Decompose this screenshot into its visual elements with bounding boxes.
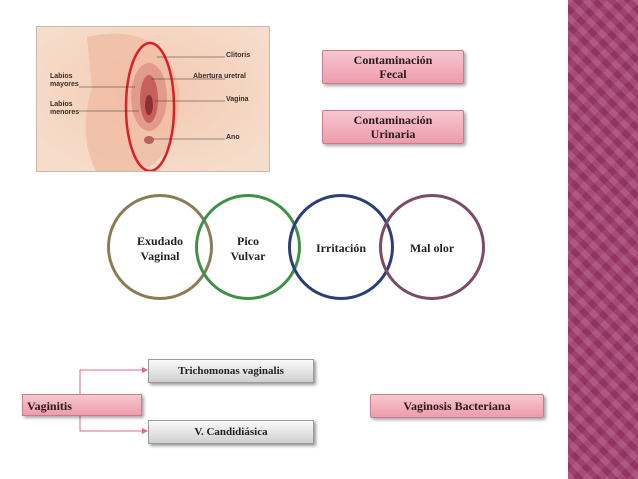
box-contaminacion-fecal: Contaminación Fecal — [322, 50, 464, 84]
box-vaginosis-bacteriana: Vaginosis Bacteriana — [370, 394, 544, 418]
circle-irritacion-label: Irritación — [316, 241, 366, 255]
anatomy-illustration: Clitoris Abertura uretral Vagina Ano Lab… — [36, 26, 270, 172]
anatomy-drawing — [37, 27, 269, 171]
box-trichomonas: Trichomonas vaginalis — [148, 359, 314, 383]
label-abertura-uretral: Abertura uretral — [193, 73, 246, 80]
circle-mal-olor-label: Mal olor — [409, 241, 455, 255]
label-labios-mayores: Labios mayores — [50, 73, 79, 88]
label-labios-menores: Labios menores — [50, 101, 80, 116]
circle-pico-label: Pico Vulvar — [230, 234, 266, 263]
box-vaginitis: Vaginitis — [22, 394, 142, 416]
label-ano: Ano — [226, 134, 240, 141]
circle-mal-olor — [379, 194, 485, 300]
decorative-side-band — [568, 0, 638, 479]
circle-exudado-label: Exudado Vaginal — [136, 234, 184, 263]
box-candidiasica: V. Candidiásica — [148, 420, 314, 444]
label-vagina: Vagina — [226, 96, 249, 103]
box-contaminacion-urinaria: Contaminación Urinaria — [322, 110, 464, 144]
label-clitoris: Clitoris — [226, 52, 251, 59]
